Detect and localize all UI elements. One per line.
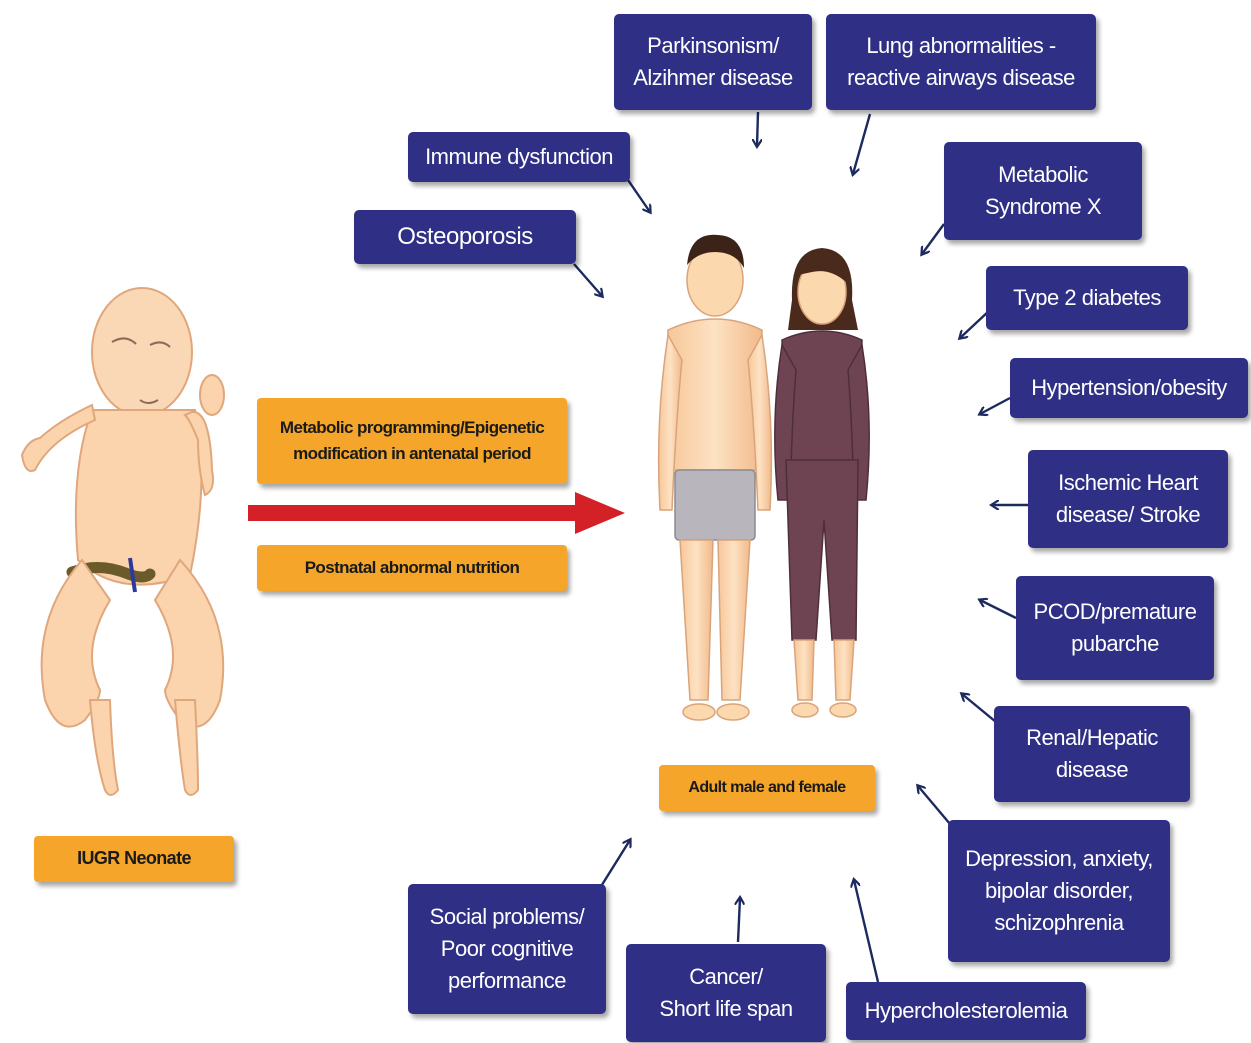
arrow-lung [853,113,872,174]
arrow-cancer [738,898,740,943]
outcome-box-cancer: Cancer/ Short life span [626,944,826,1042]
outcome-box-pcod: PCOD/premature pubarche [1016,576,1214,680]
outcome-box-metabolic: Metabolic Syndrome X [944,142,1142,240]
outcome-box-renal: Renal/Hepatic disease [994,706,1190,802]
arrow-cholesterol [854,880,880,983]
cause-box-programming: Metabolic programming/Epigenetic modific… [257,398,567,484]
outcome-box-lung: Lung abnormalities - reactive airways di… [826,14,1096,110]
arrow-depression [918,786,951,825]
cause-box-nutrition: Postnatal abnormal nutrition [257,545,567,591]
connector-arrows [573,111,1028,983]
neonate-label: IUGR Neonate [34,836,234,882]
arrow-pcod [980,600,1017,620]
outcome-box-social: Social problems/ Poor cognitive performa… [408,884,606,1014]
outcome-box-hypertension: Hypertension/obesity [1010,358,1248,418]
outcome-box-ischemic: Ischemic Heart disease/ Stroke [1028,450,1228,548]
arrow-osteoporosis [573,263,602,296]
adult-female-illustration [774,248,870,718]
outcome-box-parkinsonism: Parkinsonism/ Alzihmer disease [614,14,812,110]
neonate-illustration [20,287,225,796]
adults-label: Adult male and female [659,765,875,811]
arrow-diabetes [960,309,991,338]
outcome-box-osteoporosis: Osteoporosis [354,210,576,264]
outcome-box-depression: Depression, anxiety, bipolar disorder, s… [948,820,1170,962]
arrow-metabolic [922,223,945,254]
arrow-parkinsonism [757,111,758,146]
adult-male-illustration [657,234,773,721]
outcome-box-immune: Immune dysfunction [408,132,630,182]
main-arrow [248,492,625,534]
arrow-hypertension [980,396,1011,414]
arrow-social [598,840,630,889]
arrow-renal [962,694,997,723]
outcome-box-cholesterol: Hypercholesterolemia [846,982,1086,1040]
outcome-box-diabetes: Type 2 diabetes [986,266,1188,330]
arrow-immune [627,179,650,212]
